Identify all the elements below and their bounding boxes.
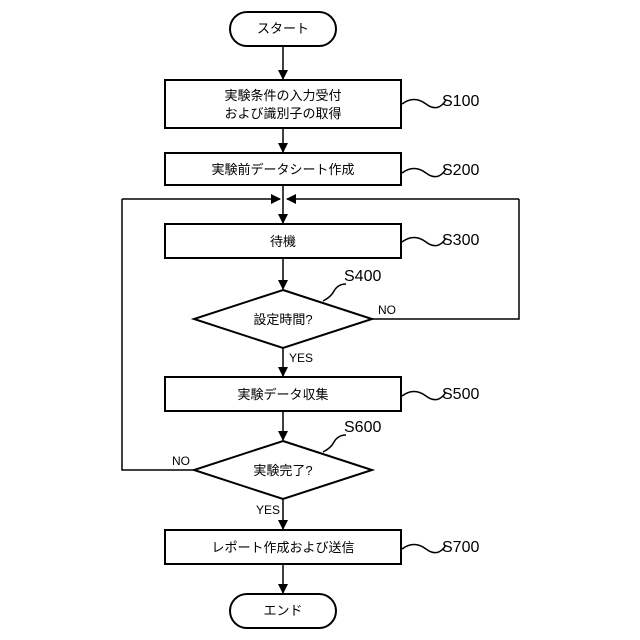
step-id-s700: S700 xyxy=(442,539,479,556)
start-label: スタート xyxy=(257,21,309,36)
step-s700-label: レポート作成および送信 xyxy=(211,540,354,555)
step-id-s200: S200 xyxy=(442,162,479,179)
leader-s100 xyxy=(402,100,446,108)
leader-s500 xyxy=(402,392,446,400)
end-label: エンド xyxy=(263,603,302,618)
decision-s400-label: 設定時間? xyxy=(253,312,312,327)
leader-s600 xyxy=(323,435,346,452)
leader-s300 xyxy=(402,238,446,246)
branch-s400-yes-label: YES xyxy=(289,351,313,365)
step-id-s600: S600 xyxy=(344,419,381,436)
branch-s600-no-label: NO xyxy=(172,454,190,468)
step-s300-label: 待機 xyxy=(270,234,296,249)
step-s100-line2: および識別子の取得 xyxy=(224,106,341,121)
leader-s400 xyxy=(323,284,346,301)
step-id-s400: S400 xyxy=(344,268,381,285)
step-id-s300: S300 xyxy=(442,232,479,249)
leader-s700 xyxy=(402,545,446,553)
step-id-s100: S100 xyxy=(442,93,479,110)
step-id-s500: S500 xyxy=(442,386,479,403)
step-s100-line1: 実験条件の入力受付 xyxy=(224,88,341,103)
decision-s600-label: 実験完了? xyxy=(253,463,312,478)
step-s500-label: 実験データ収集 xyxy=(237,387,328,402)
leader-s200 xyxy=(402,169,446,177)
step-s200-label: 実験前データシート作成 xyxy=(211,162,354,177)
branch-s600-yes-label: YES xyxy=(256,503,280,517)
branch-s400-no-label: NO xyxy=(378,303,396,317)
